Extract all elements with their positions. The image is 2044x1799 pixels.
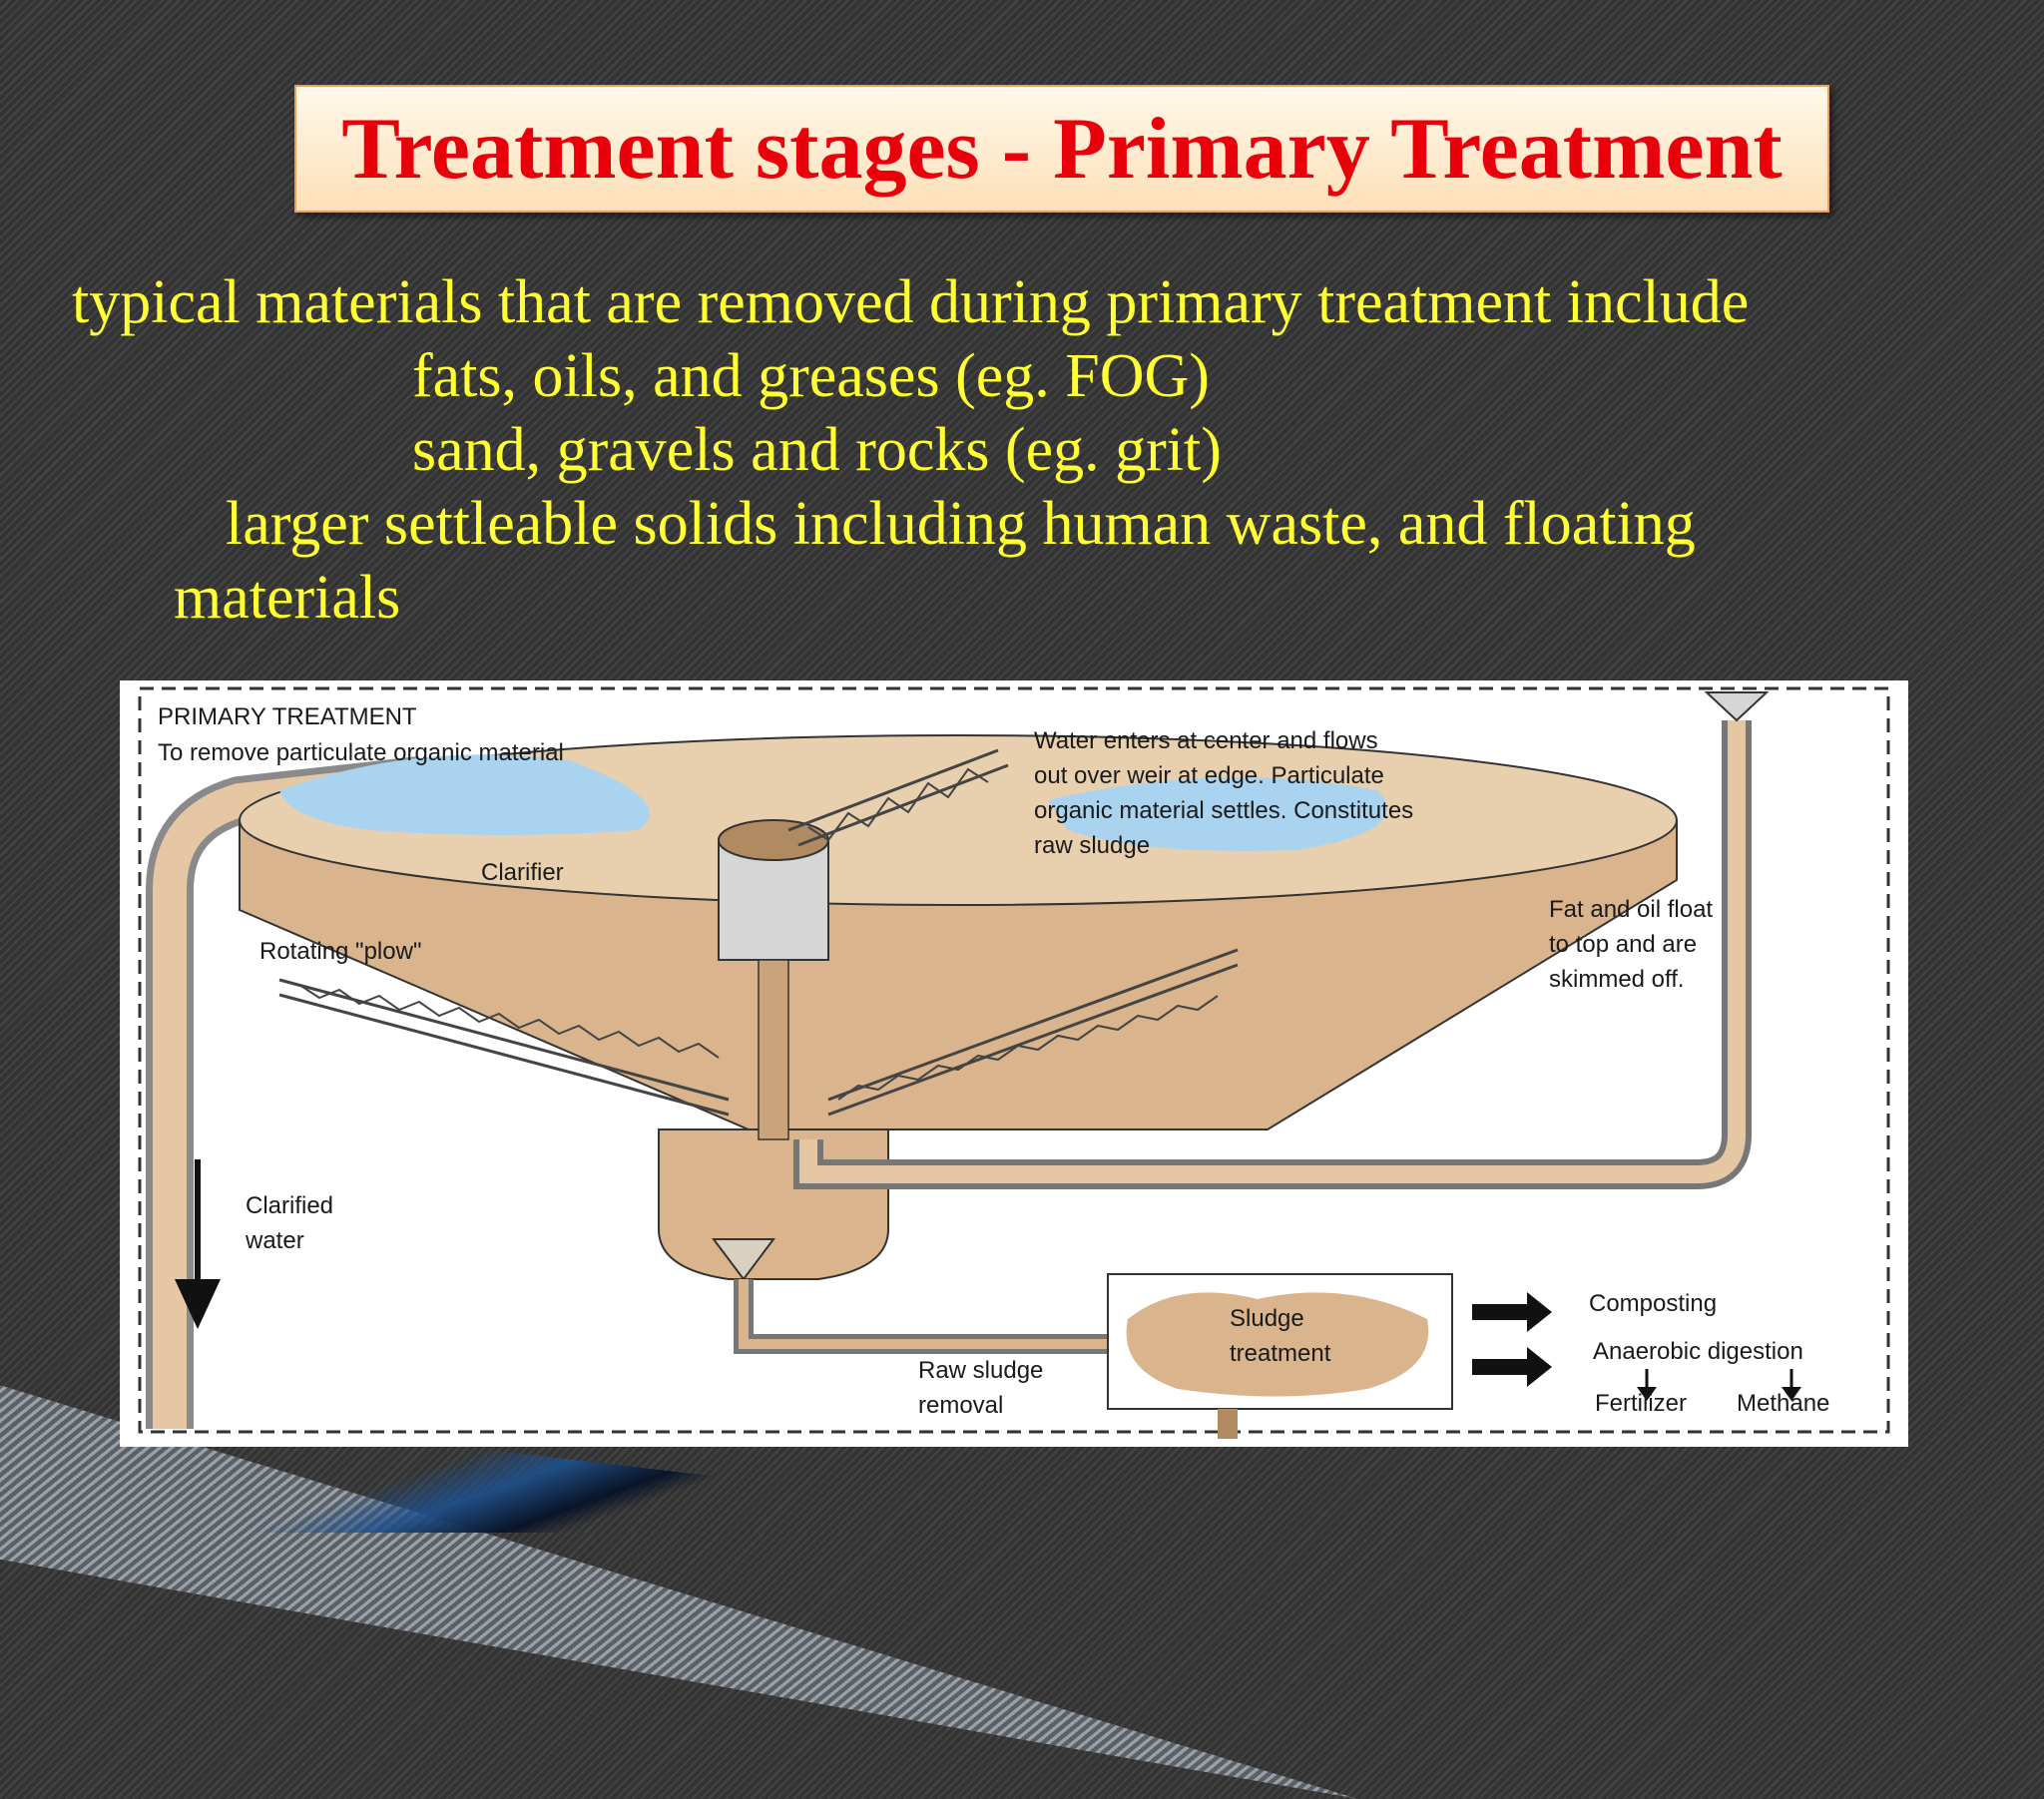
plow-truss-right (827, 948, 1239, 1117)
down-arrow-methane-icon (1782, 1387, 1801, 1401)
clarifier-label: Clarifier (481, 859, 564, 886)
fat-note-line-3: skimmed off. (1549, 966, 1685, 993)
item-materials: materials (174, 564, 401, 632)
primary-treatment-diagram: PRIMARY TREATMENT To remove particulate … (120, 680, 1908, 1447)
raw-sludge-line-2: removal (918, 1392, 1004, 1419)
clarified-water-line-2: water (246, 1227, 304, 1254)
clarified-water-pipe-inner (153, 763, 421, 1429)
arrow-to-anaerobic (1472, 1347, 1552, 1387)
plow-label: Rotating "plow" (259, 938, 422, 965)
arrow-to-composting (1472, 1292, 1552, 1332)
intro-line: typical materials that are removed durin… (72, 268, 1750, 336)
fertilizer-label: Fertilizer (1595, 1390, 1688, 1417)
water-patch-right (1048, 777, 1387, 851)
inlet-truss-web (807, 767, 989, 842)
item-solids: larger settleable solids including human… (226, 490, 1696, 558)
water-patch-left (279, 754, 650, 835)
down-arrow-fertilizer-icon (1637, 1387, 1657, 1401)
raw-sludge-pipe-inner (739, 1279, 1108, 1349)
dashed-frame (138, 686, 1890, 1434)
water-note-line-3: organic material settles. Constitutes (1034, 797, 1414, 824)
skim-pipe-inner (799, 720, 1746, 1183)
sump (658, 1128, 889, 1280)
sludge-funnel (712, 1238, 775, 1281)
diagram-heading: PRIMARY TREATMENT (158, 703, 417, 730)
fat-note-line-2: to top and are (1549, 931, 1698, 958)
diagram-subheading: To remove particulate organic material (158, 739, 564, 766)
slide-title: Treatment stages - Primary Treatment (341, 100, 1783, 198)
methane-label: Methane (1737, 1390, 1830, 1417)
center-shaft (758, 959, 789, 1140)
down-arrow-icon (175, 1279, 221, 1329)
sludge-blob (1126, 1292, 1429, 1397)
item-fog: fats, oils, and greases (eg. FOG) (412, 342, 1210, 410)
fat-note-line-1: Fat and oil float (1549, 896, 1714, 923)
plow-truss-left-web (298, 984, 720, 1059)
water-note-line-1: Water enters at center and flows (1034, 727, 1378, 754)
anaerobic-label: Anaerobic digestion (1593, 1338, 1803, 1365)
plow-truss-right-web (837, 995, 1219, 1101)
raw-sludge-line-1: Raw sludge (918, 1357, 1044, 1384)
sludge-treatment-line-2: treatment (1230, 1340, 1331, 1367)
water-note-line-2: out over weir at edge. Particulate (1034, 762, 1384, 789)
clarified-water-line-1: Clarified (246, 1192, 334, 1219)
raw-sludge-pipe (734, 1279, 1108, 1354)
item-grit: sand, gravels and rocks (eg. grit) (412, 416, 1222, 484)
title-box: Treatment stages - Primary Treatment (294, 85, 1829, 213)
skim-funnel (1704, 691, 1770, 722)
composting-label: Composting (1589, 1290, 1718, 1317)
sludge-outlet (1218, 1409, 1238, 1439)
water-note-line-4: raw sludge (1034, 832, 1151, 859)
sludge-treatment-line-1: Sludge (1230, 1305, 1304, 1332)
diagram-graphic (138, 686, 1890, 1439)
